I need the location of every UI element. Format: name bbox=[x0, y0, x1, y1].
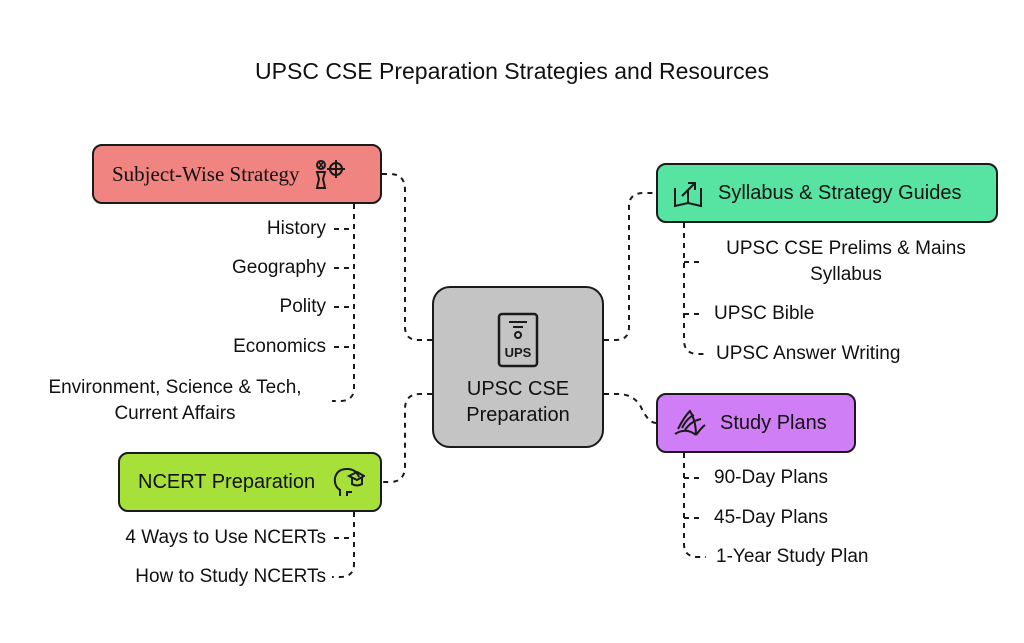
document-icon: UPS bbox=[497, 312, 539, 368]
list-item-line: Syllabus bbox=[810, 264, 882, 285]
list-item-90-day-plans: 90-Day Plans bbox=[714, 467, 829, 488]
list-item-prelims-mains-syllabus: UPSC CSE Prelims & Mains Syllabus bbox=[702, 236, 990, 288]
ncert-preparation-label: NCERT Preparation bbox=[138, 470, 316, 493]
center-label-line2: Preparation bbox=[466, 404, 570, 426]
center-label-line1: UPSC CSE bbox=[466, 378, 570, 400]
list-item-how-to-study-ncerts: How to Study NCERTs bbox=[135, 566, 326, 587]
graduate-head-icon bbox=[331, 465, 366, 499]
list-item-history: History bbox=[266, 218, 326, 239]
syllabus-strategy-guides-label: Syllabus & Strategy Guides bbox=[718, 181, 962, 204]
list-item-economics: Economics bbox=[233, 336, 326, 357]
strategy-icon bbox=[312, 157, 346, 191]
study-plans-node: Study Plans bbox=[656, 393, 856, 453]
diagram-title: UPSC CSE Preparation Strategies and Reso… bbox=[255, 58, 769, 84]
list-item-line: UPSC CSE Prelims & Mains bbox=[726, 238, 966, 259]
center-node-upsc-cse-preparation: UPS UPSC CSE Preparation bbox=[432, 286, 604, 448]
list-item-polity: Polity bbox=[279, 296, 326, 317]
subject-wise-strategy-node: Subject-Wise Strategy bbox=[92, 144, 382, 204]
list-item-line: Current Affairs bbox=[114, 403, 236, 424]
list-item-environment-science-current-affairs: Environment, Science & Tech, Current Aff… bbox=[28, 375, 322, 427]
document-badge-text: UPS bbox=[505, 345, 532, 360]
list-item-upsc-bible: UPSC Bible bbox=[714, 303, 815, 324]
list-item-1-year-study-plan: 1-Year Study Plan bbox=[716, 546, 869, 567]
open-book-icon bbox=[672, 407, 708, 439]
study-plans-label: Study Plans bbox=[720, 411, 827, 434]
list-item-four-ways-ncerts: 4 Ways to Use NCERTs bbox=[125, 527, 326, 548]
list-item-geography: Geography bbox=[231, 257, 326, 278]
list-item-upsc-answer-writing: UPSC Answer Writing bbox=[716, 343, 901, 364]
book-arrow-icon bbox=[672, 178, 704, 208]
list-item-line: Environment, Science & Tech, bbox=[48, 377, 302, 398]
subject-wise-strategy-label: Subject-Wise Strategy bbox=[112, 161, 300, 186]
ncert-preparation-node: NCERT Preparation bbox=[118, 452, 382, 512]
syllabus-strategy-guides-node: Syllabus & Strategy Guides bbox=[656, 163, 998, 223]
list-item-45-day-plans: 45-Day Plans bbox=[714, 507, 829, 528]
